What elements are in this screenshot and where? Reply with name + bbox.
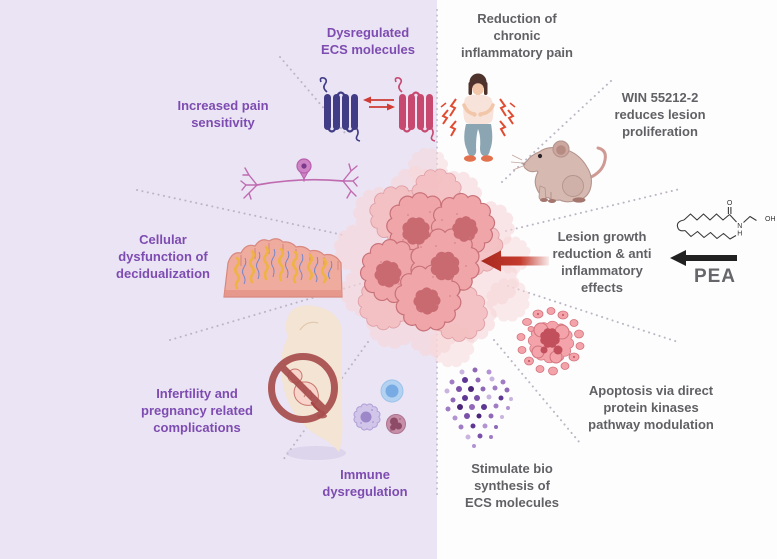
oxygen-atom-label: O: [727, 200, 733, 207]
label-increased-pain: Increased pain sensitivity: [177, 98, 269, 130]
endometriotic-lesion-illustration: [324, 147, 531, 368]
label-reduction-pain: Reduction of chronic inflammatory pain: [461, 11, 573, 60]
immune-cells-icon: [353, 379, 406, 434]
endometrium-tissue-icon: [223, 238, 343, 298]
hydroxyl-group-label: OH: [765, 216, 776, 223]
hydrogen-atom-label: H: [737, 231, 742, 238]
label-win-55212: WIN 55212-2 reduces lesion proliferation: [614, 90, 706, 139]
neuron-icon: [240, 158, 359, 200]
label-dysregulated-ecs: Dysregulated ECS molecules: [321, 25, 415, 57]
apoptotic-cell-icon: [516, 307, 585, 376]
nitrogen-atom-label: N: [737, 223, 742, 230]
label-stimulate-biosynthesis: Stimulate bio synthesis of ECS molecules: [465, 461, 559, 510]
woman-in-pain-icon: [440, 73, 516, 162]
label-apoptosis: Apoptosis via direct protein kinases pat…: [588, 383, 714, 432]
pea-name-label: PEA: [693, 266, 737, 287]
pregnancy-prohibited-icon: [268, 305, 346, 460]
pea-arrow-icon: [670, 250, 737, 266]
lesion-red-arrow-icon: [481, 250, 549, 272]
cb2-receptor-icon: [394, 77, 436, 142]
cb1-receptor-icon: [319, 77, 361, 142]
label-infertility: Infertility and pregnancy related compli…: [141, 386, 253, 435]
label-lesion-growth: Lesion growth reduction & anti inflammat…: [552, 229, 652, 295]
mouse-icon: [510, 140, 607, 203]
label-immune-dysregulation: Immune dysregulation: [322, 467, 408, 499]
equilibrium-arrows-icon: [363, 96, 395, 111]
ecs-receptors-illustration: [319, 77, 436, 142]
pea-molecule-structure: O N H OH: [670, 200, 776, 266]
ecs-molecule-dots-icon: [444, 367, 513, 448]
label-cellular-dysfunction: Cellular dysfunction of decidualization: [116, 232, 210, 281]
